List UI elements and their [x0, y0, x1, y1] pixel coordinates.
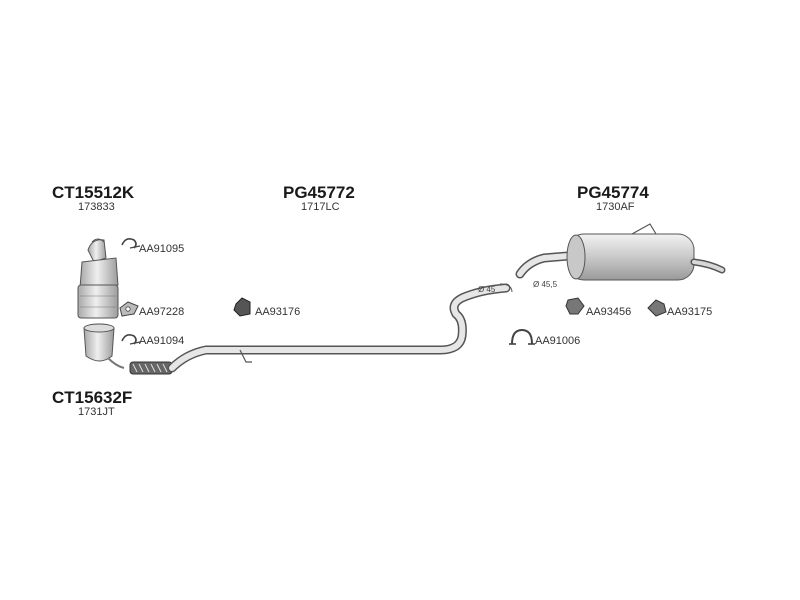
- part-code-rear-box: PG45774: [577, 183, 649, 202]
- part-label-clamp-bottom[interactable]: AA91094: [139, 335, 185, 347]
- part-ref-cat-bottom: 1731JT: [78, 406, 115, 418]
- clamp-icon[interactable]: [121, 238, 141, 249]
- clamp-icon[interactable]: [509, 328, 535, 345]
- part-label-mount-rear-2[interactable]: AA93175: [667, 306, 713, 318]
- gasket-icon[interactable]: [119, 301, 139, 317]
- rubber-mount-icon[interactable]: [233, 297, 251, 317]
- part-code-cat-top: CT15512K: [52, 183, 135, 202]
- part-label-gasket[interactable]: AA97228: [139, 306, 185, 318]
- part-code-mid-pipe: PG45772: [283, 183, 355, 202]
- part-label-mount-rear-1[interactable]: AA93456: [586, 306, 632, 318]
- part-label-clamp-rear[interactable]: AA91006: [535, 335, 581, 347]
- pipe-diameter-label: Ø 45: [478, 285, 496, 294]
- part-ref-mid-pipe: 1717LC: [301, 201, 340, 213]
- middle-pipe[interactable]: [129, 283, 513, 375]
- part-label-clamp-top[interactable]: AA91095: [139, 243, 185, 255]
- part-code-cat-bottom: CT15632F: [52, 388, 133, 407]
- part-label-mount-mid[interactable]: AA93176: [255, 306, 301, 318]
- part-ref-rear-box: 1730AF: [596, 201, 635, 213]
- catalytic-converter-top[interactable]: [77, 238, 119, 319]
- part-ref-cat-top: 173833: [78, 201, 115, 213]
- rubber-mount-icon[interactable]: [647, 299, 667, 317]
- rear-silencer[interactable]: [515, 223, 726, 281]
- clamp-icon[interactable]: [121, 334, 141, 345]
- catalytic-converter-bottom[interactable]: [83, 323, 125, 369]
- rubber-mount-icon[interactable]: [565, 297, 585, 315]
- pipe-diameter-label: Ø 45,5: [533, 280, 558, 289]
